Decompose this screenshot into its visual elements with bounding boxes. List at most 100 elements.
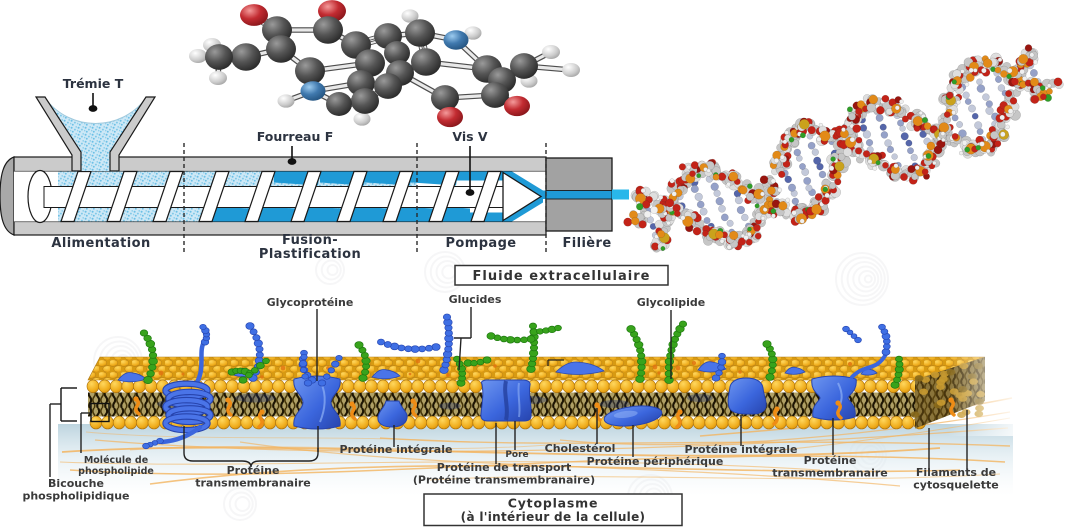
dna-atom — [1046, 88, 1053, 95]
dna-atom — [879, 123, 887, 131]
hopper-surface-line — [44, 97, 147, 124]
glyco-chain-green — [890, 355, 904, 389]
melt-throat — [536, 190, 546, 199]
cut-head — [930, 371, 940, 378]
dna-atom — [901, 115, 909, 123]
dna-atom — [743, 234, 749, 241]
glyco-chain-green — [463, 356, 492, 367]
bead — [881, 348, 891, 356]
molecule-model — [189, 0, 580, 128]
bead — [486, 332, 496, 340]
dna-atom — [1005, 90, 1013, 98]
lipid-dot — [280, 365, 286, 371]
bead — [139, 329, 149, 337]
membrane-label-proteine-peripherique: Protéine périphérique — [587, 425, 723, 468]
lipid-dot — [181, 372, 185, 376]
dna-atom — [999, 114, 1005, 121]
bead — [500, 335, 508, 343]
glyco-chain-green — [238, 357, 270, 384]
dna-atom — [900, 132, 909, 141]
membrane-label-glucides: Glucides — [449, 293, 502, 371]
bead — [142, 442, 150, 450]
lipid-head — [147, 415, 161, 430]
dna-atom — [938, 122, 950, 133]
dna-atom — [1046, 83, 1052, 88]
dna-atom — [798, 118, 810, 130]
dna-atom — [875, 160, 881, 166]
atom-h — [277, 94, 295, 108]
lipid-dot — [158, 370, 164, 376]
lipid-head — [716, 415, 729, 430]
dna-atom — [880, 131, 889, 139]
dna-atom — [642, 200, 651, 209]
bead — [878, 323, 886, 331]
dna-atom — [900, 173, 908, 181]
lipid-head — [225, 379, 239, 393]
cytoplasme-box — [423, 493, 683, 527]
dna-atom — [759, 175, 769, 185]
dna-atom — [829, 182, 837, 190]
bead — [520, 336, 528, 344]
part-label-tremie: Trémie T — [63, 76, 124, 91]
dna-atom — [682, 215, 694, 227]
lipid-head — [249, 379, 262, 393]
screw-flight — [336, 170, 368, 223]
part-pointer-dot — [287, 158, 297, 165]
lipid-head — [701, 379, 715, 393]
label-text: Filaments de — [916, 466, 996, 479]
lipid-head — [275, 415, 288, 430]
dna-atom — [891, 153, 898, 160]
dna-atom — [1018, 53, 1029, 65]
dna-atom — [976, 84, 986, 93]
dna-atom — [964, 98, 972, 105]
tails-shadow — [235, 393, 275, 403]
bead — [717, 364, 725, 371]
bead — [317, 379, 327, 387]
bead — [354, 341, 364, 349]
dna-atom — [905, 139, 913, 147]
cytoskeleton-filament — [85, 431, 471, 443]
dna-atom — [754, 203, 760, 209]
tails-shadow — [687, 394, 713, 402]
fluide-box — [454, 264, 669, 286]
dna-atom — [951, 79, 957, 85]
label-text: Glucides — [449, 293, 502, 306]
lipid-head — [376, 379, 390, 393]
bead — [323, 373, 331, 380]
cholesterol-head — [677, 409, 683, 415]
membrane-label-proteine-integrale-l: Protéine intégrale — [340, 425, 453, 456]
dna-atom — [1009, 97, 1018, 105]
dna-atom — [979, 141, 985, 147]
dna-atom — [813, 156, 822, 165]
dna-atom — [726, 244, 732, 250]
atom-c — [510, 53, 538, 79]
zone-label: Filière — [562, 236, 611, 251]
bead — [327, 367, 335, 374]
bead — [255, 351, 264, 359]
dna-atom — [665, 214, 673, 222]
part-label-vis: Vis V — [452, 129, 488, 144]
dna-atom — [1032, 59, 1039, 65]
dna-atom — [824, 192, 830, 199]
cytoskeleton-filament — [239, 441, 901, 487]
dna-atom — [937, 139, 946, 149]
bead — [300, 353, 308, 361]
dna-atom — [816, 136, 822, 142]
lipid-head — [365, 379, 378, 393]
dna-atom — [941, 137, 946, 143]
coil-loop-hi — [166, 406, 213, 425]
lipid-head — [681, 415, 694, 430]
dna-atom — [747, 183, 753, 190]
dna-atom — [990, 130, 999, 140]
label-text: Protéine intégrale — [340, 443, 453, 456]
cut-head — [914, 375, 924, 382]
dna-atom — [719, 238, 725, 244]
atom-h — [542, 44, 560, 60]
dna-atom — [702, 230, 709, 237]
dna-atom — [1006, 73, 1012, 80]
lipid-head — [411, 379, 425, 393]
bead — [256, 361, 265, 370]
dna-atom — [1000, 70, 1008, 78]
